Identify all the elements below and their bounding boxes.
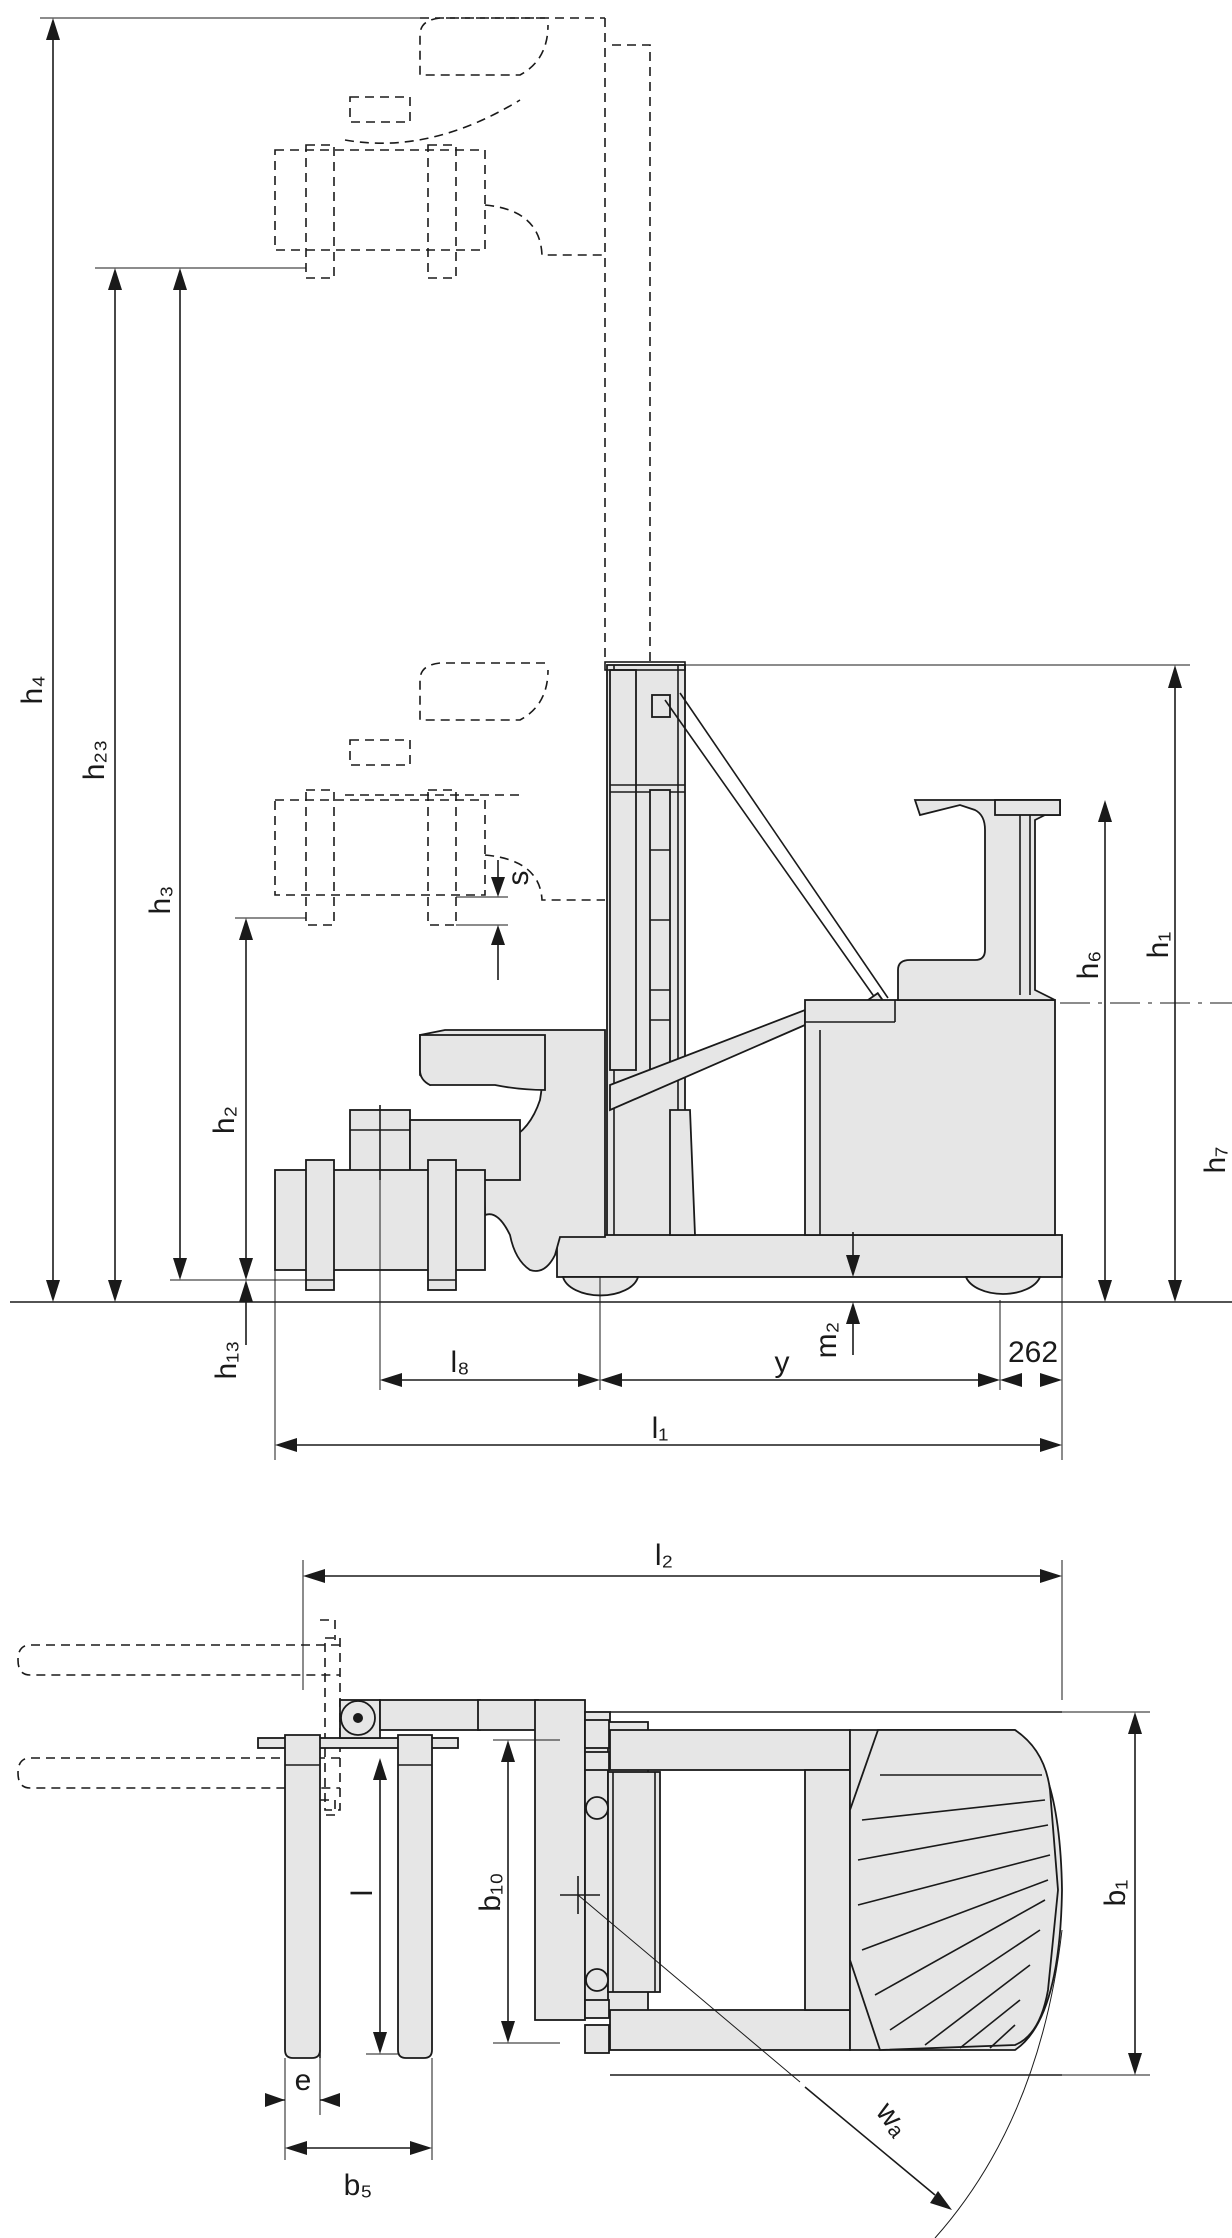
label-h3: h₃ bbox=[144, 886, 177, 915]
label-h13: h₁₃ bbox=[210, 1340, 243, 1379]
dim-b10: b₁₀ bbox=[474, 1739, 560, 2044]
dim-h13: h₁₃ bbox=[210, 1280, 253, 1380]
label-l1: l₁ bbox=[652, 1412, 669, 1445]
label-h1: h₁ bbox=[1142, 932, 1175, 959]
chassis-top-view bbox=[609, 1711, 1062, 2076]
dim-l: l bbox=[346, 1758, 398, 2055]
label-b10: b₁₀ bbox=[474, 1872, 507, 1911]
mast-top bbox=[604, 661, 686, 671]
top-view: l₂ bbox=[17, 1539, 1150, 2238]
label-l: l bbox=[346, 1890, 379, 1897]
clamp-raised-dashed bbox=[274, 17, 605, 926]
operator-seat bbox=[897, 799, 1061, 1001]
dim-l1: l₁ bbox=[275, 1412, 1062, 1452]
clamp-attachment bbox=[274, 1029, 606, 1291]
dim-h23: h₂₃ bbox=[78, 267, 306, 1302]
dim-h2: h₂ bbox=[208, 917, 306, 1280]
label-h23: h₂₃ bbox=[78, 740, 111, 781]
dim-m2: m₂ bbox=[810, 1232, 860, 1358]
label-h6: h₆ bbox=[1072, 951, 1105, 980]
chassis bbox=[556, 999, 1063, 1278]
dim-l8-y-262: l₈ y 262 bbox=[274, 1150, 1063, 1460]
forks bbox=[257, 1734, 459, 2059]
mast-extended bbox=[420, 17, 651, 662]
label-b1: b₁ bbox=[1099, 1880, 1132, 1907]
dim-h6: h₆ bbox=[1072, 800, 1112, 1302]
rear-wheel bbox=[964, 1276, 1042, 1295]
carriage bbox=[339, 1699, 586, 2021]
operator-compartment bbox=[849, 1729, 1063, 2051]
label-s: s bbox=[502, 871, 535, 886]
label-y: y bbox=[775, 1346, 790, 1379]
label-e: e bbox=[295, 2064, 312, 2097]
label-b5: b₅ bbox=[344, 2169, 373, 2202]
label-m2: m₂ bbox=[810, 1322, 843, 1359]
dim-h4: h₄ bbox=[16, 17, 420, 1302]
dim-s: s bbox=[456, 860, 535, 980]
label-wa: wₐ bbox=[869, 2095, 916, 2143]
dim-h3: h₃ bbox=[144, 268, 306, 1281]
dim-e: e bbox=[265, 2058, 340, 2115]
dim-h7: h₇ bbox=[1060, 1002, 1232, 1174]
dim-b1: b₁ bbox=[1062, 1711, 1150, 2076]
label-l8: l₈ bbox=[450, 1346, 469, 1379]
label-h2: h₂ bbox=[208, 1106, 241, 1134]
mast-top-view bbox=[584, 1711, 661, 2054]
side-view: h₄ h₂₃ h₃ h₂ h bbox=[10, 17, 1232, 1460]
label-262: 262 bbox=[1008, 1336, 1058, 1369]
label-h4: h₄ bbox=[16, 676, 49, 705]
dim-b5: b₅ bbox=[284, 2058, 433, 2202]
forks-dashed bbox=[17, 1619, 341, 1816]
label-l2: l₂ bbox=[655, 1539, 673, 1572]
label-h7: h₇ bbox=[1199, 1147, 1232, 1174]
dim-h1: h₁ bbox=[685, 664, 1190, 1302]
dim-l2: l₂ bbox=[302, 1539, 1063, 1700]
